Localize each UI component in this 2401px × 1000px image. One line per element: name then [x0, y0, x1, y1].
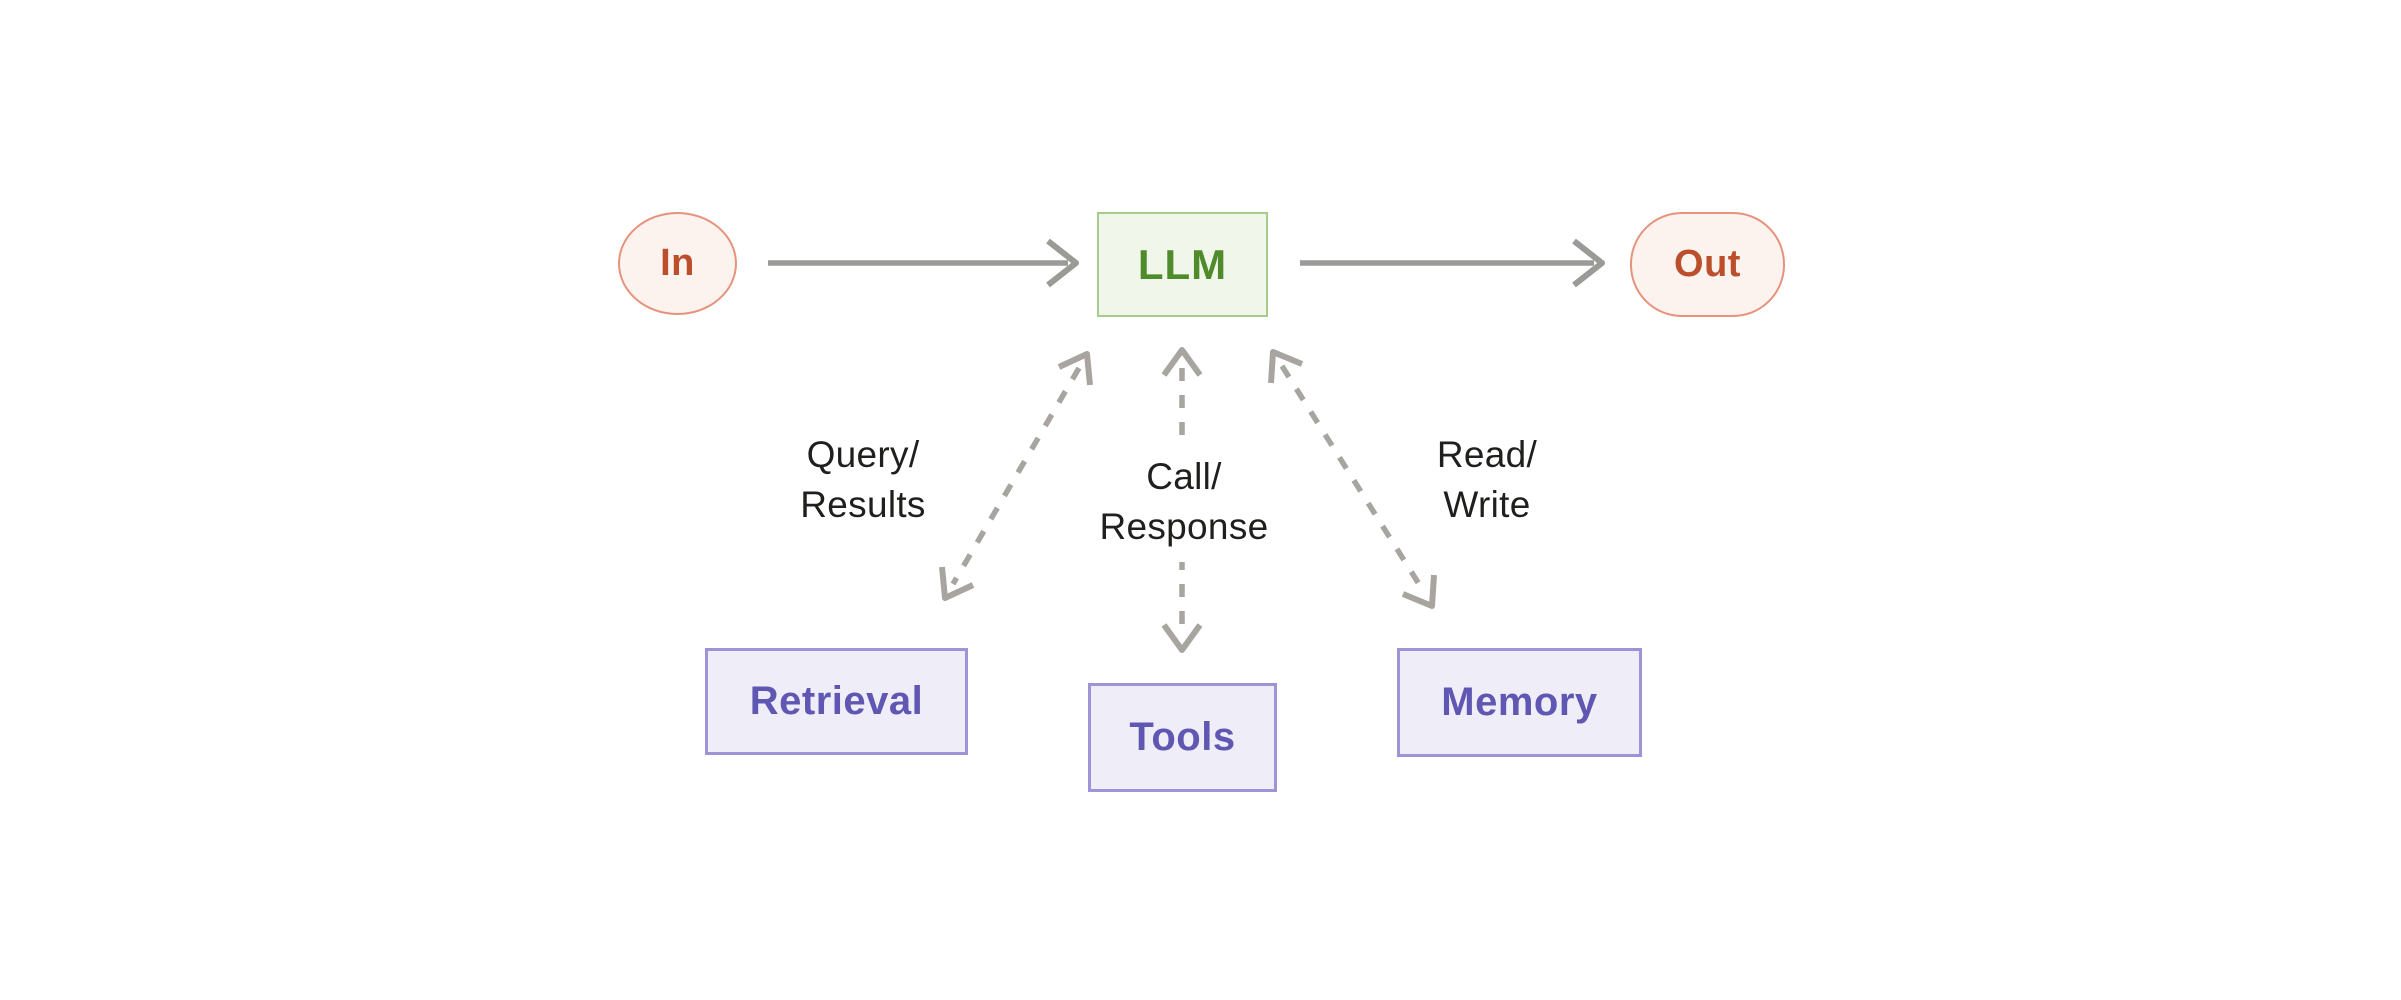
input-node: In [618, 212, 737, 315]
arrow-llm-to-out [1300, 238, 1605, 288]
arrowhead-right-icon [1046, 238, 1079, 288]
llm-node-label: LLM [1137, 240, 1228, 288]
edge-label-query-results: Query/ Results [743, 430, 983, 530]
edge-label-call-response: Call/ Response [1054, 446, 1314, 562]
edge-label-line: Call/ [1146, 456, 1222, 497]
arrowhead-down-left-icon [939, 566, 975, 601]
arrowhead-up-icon [1161, 347, 1203, 377]
arrowhead-right-icon [1572, 238, 1605, 288]
tools-node: Tools [1088, 683, 1277, 792]
input-node-label: In [660, 242, 695, 284]
arrowhead-down-right-icon [1401, 574, 1437, 609]
arrow-in-to-llm [768, 238, 1079, 288]
tools-node-label: Tools [1129, 715, 1236, 759]
output-node-label: Out [1674, 243, 1741, 285]
memory-node: Memory [1397, 648, 1642, 757]
arrow-llm-tools [1161, 347, 1203, 653]
edge-label-line: Write [1443, 484, 1531, 525]
output-node: Out [1630, 212, 1785, 317]
edge-label-line: Results [800, 484, 926, 525]
edge-label-line: Response [1099, 506, 1269, 547]
arrow-llm-memory [1268, 349, 1437, 609]
edge-label-read-write: Read/ Write [1387, 430, 1587, 530]
arrowhead-up-left-icon [1268, 349, 1304, 384]
arrowhead-up-right-icon [1057, 351, 1093, 386]
memory-node-label: Memory [1441, 680, 1598, 724]
edge-label-line: Read/ [1436, 434, 1538, 475]
llm-node: LLM [1097, 212, 1268, 317]
edge-label-line: Query/ [806, 434, 920, 475]
arrowhead-down-icon [1161, 623, 1203, 653]
retrieval-node-label: Retrieval [749, 679, 924, 723]
retrieval-node: Retrieval [705, 648, 968, 755]
arrow-llm-retrieval [939, 351, 1093, 601]
